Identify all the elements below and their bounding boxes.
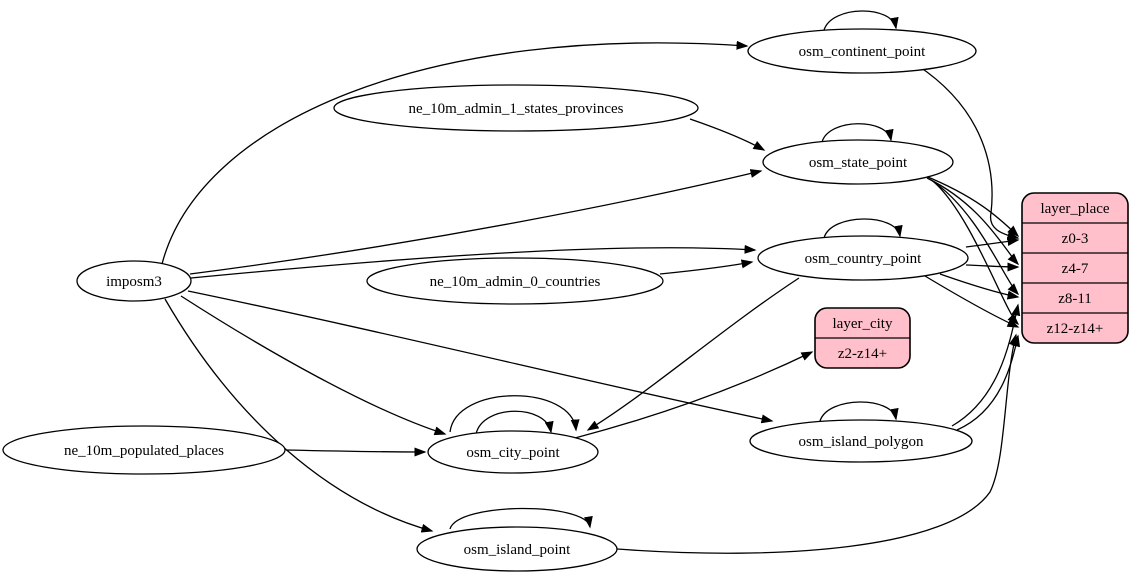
edge-imposm3-to-osm_island_point — [164, 298, 434, 533]
edge-osm_island_polygon-to-layer_place-z8-11 — [951, 303, 1021, 427]
node-osm_country_point: osm_country_point — [757, 235, 969, 281]
edge-osm_city_point-to-osm_city_point — [449, 395, 580, 433]
record-row-layer_place-z12-z14+: z12-z14+ — [1047, 321, 1104, 337]
node-shape-osm_country_point — [757, 235, 969, 281]
edge-osm_country_point-to-layer_place-z4-7 — [965, 262, 1020, 272]
edge-imposm3-to-osm_country_point — [190, 244, 757, 279]
edge-imposm3-to-osm_city_point — [180, 295, 447, 436]
edge-osm_country_point-to-layer_place-z0-3 — [965, 237, 1020, 248]
edge-ne_10m_admin_0_countries-to-osm_country_point — [659, 259, 754, 275]
node-shape-ne_10m_populated_places — [2, 425, 286, 475]
record-title-layer_city: layer_city — [833, 316, 893, 332]
edge-osm_island_polygon-to-osm_island_polygon — [819, 401, 899, 422]
record-title-layer_place: layer_place — [1040, 201, 1109, 217]
record-row-layer_place-z0-3: z0-3 — [1062, 231, 1089, 247]
edge-osm_country_point-to-layer_place-z12-z14+ — [924, 275, 1020, 328]
node-osm_continent_point: osm_continent_point — [747, 28, 977, 74]
edge-imposm3-to-osm_continent_point — [161, 40, 749, 265]
node-label-osm_state_point: osm_state_point — [809, 155, 908, 171]
node-ne_10m_admin_1_states_provinces: ne_10m_admin_1_states_provinces — [333, 84, 699, 132]
node-osm_island_polygon: osm_island_polygon — [749, 419, 973, 463]
edge-osm_island_point-to-osm_island_point — [449, 507, 593, 530]
edge-imposm3-to-osm_island_polygon — [187, 290, 774, 424]
edge-osm_country_point-to-osm_country_point — [823, 218, 903, 239]
node-label-ne_10m_admin_1_states_provinces: ne_10m_admin_1_states_provinces — [409, 101, 624, 117]
edge-osm_state_point-to-osm_state_point — [821, 123, 894, 143]
edge-osm_continent_point-to-layer_place-z0-3 — [916, 64, 1020, 241]
node-osm_city_point: osm_city_point — [427, 430, 599, 474]
node-ne_10m_populated_places: ne_10m_populated_places — [2, 425, 286, 475]
node-label-imposm3: imposm3 — [106, 274, 162, 290]
edge-ne_10m_admin_1_states_provinces-to-osm_state_point — [689, 118, 766, 151]
node-label-osm_country_point: osm_country_point — [805, 251, 922, 267]
record-row-layer_place-z4-7: z4-7 — [1062, 261, 1089, 277]
edge-ne_10m_populated_places-to-osm_city_point — [285, 447, 427, 457]
record-layer_place: layer_place z0-3 z4-7 z8-11 z12-z14+ — [1021, 192, 1129, 344]
node-label-ne_10m_admin_0_countries: ne_10m_admin_0_countries — [430, 274, 601, 290]
node-shape-ne_10m_admin_1_states_provinces — [333, 84, 699, 132]
edge-osm_state_point-to-layer_place-z4-7 — [926, 177, 1020, 266]
node-shape-ne_10m_admin_0_countries — [366, 257, 664, 305]
edge-osm_state_point-to-layer_place-z8-11 — [930, 179, 1020, 296]
edge-osm_state_point-to-layer_place-z0-3 — [922, 174, 1020, 238]
node-osm_state_point: osm_state_point — [762, 139, 954, 185]
node-shape-osm_city_point — [427, 430, 599, 474]
node-label-ne_10m_populated_places: ne_10m_populated_places — [64, 443, 224, 459]
node-shape-osm_island_polygon — [749, 419, 973, 463]
record-layer_city: layer_city z2-z14+ — [814, 307, 911, 369]
edge-osm_country_point-to-layer_place-z8-11 — [939, 273, 1020, 300]
edge-osm_country_point-to-osm_city_point — [586, 277, 800, 431]
node-label-osm_island_point: osm_island_point — [464, 542, 572, 558]
node-ne_10m_admin_0_countries: ne_10m_admin_0_countries — [366, 257, 664, 305]
edge-osm_city_point-to-layer_city-z2-z14+ — [574, 351, 814, 439]
node-imposm3: imposm3 — [76, 260, 192, 302]
node-label-osm_city_point: osm_city_point — [466, 445, 560, 461]
node-label-osm_island_polygon: osm_island_polygon — [798, 434, 924, 450]
node-osm_island_point: osm_island_point — [416, 526, 618, 572]
record-row-layer_city-z2-z14+: z2-z14+ — [838, 346, 887, 362]
edge-imposm3-to-osm_state_point — [189, 169, 763, 275]
node-label-osm_continent_point: osm_continent_point — [799, 44, 926, 60]
record-box-layer_place — [1021, 192, 1129, 344]
record-row-layer_place-z8-11: z8-11 — [1058, 291, 1092, 307]
node-shape-osm_state_point — [762, 139, 954, 185]
edge-osm_continent_point-to-osm_continent_point — [823, 10, 899, 31]
edge-osm_island_point-to-layer_place-z12-z14+ — [616, 333, 1018, 554]
edge-osm_city_point-to-osm_city_point — [475, 410, 554, 435]
node-shape-osm_island_point — [416, 526, 618, 572]
node-shape-osm_continent_point — [747, 28, 977, 74]
node-shape-imposm3 — [76, 260, 192, 302]
